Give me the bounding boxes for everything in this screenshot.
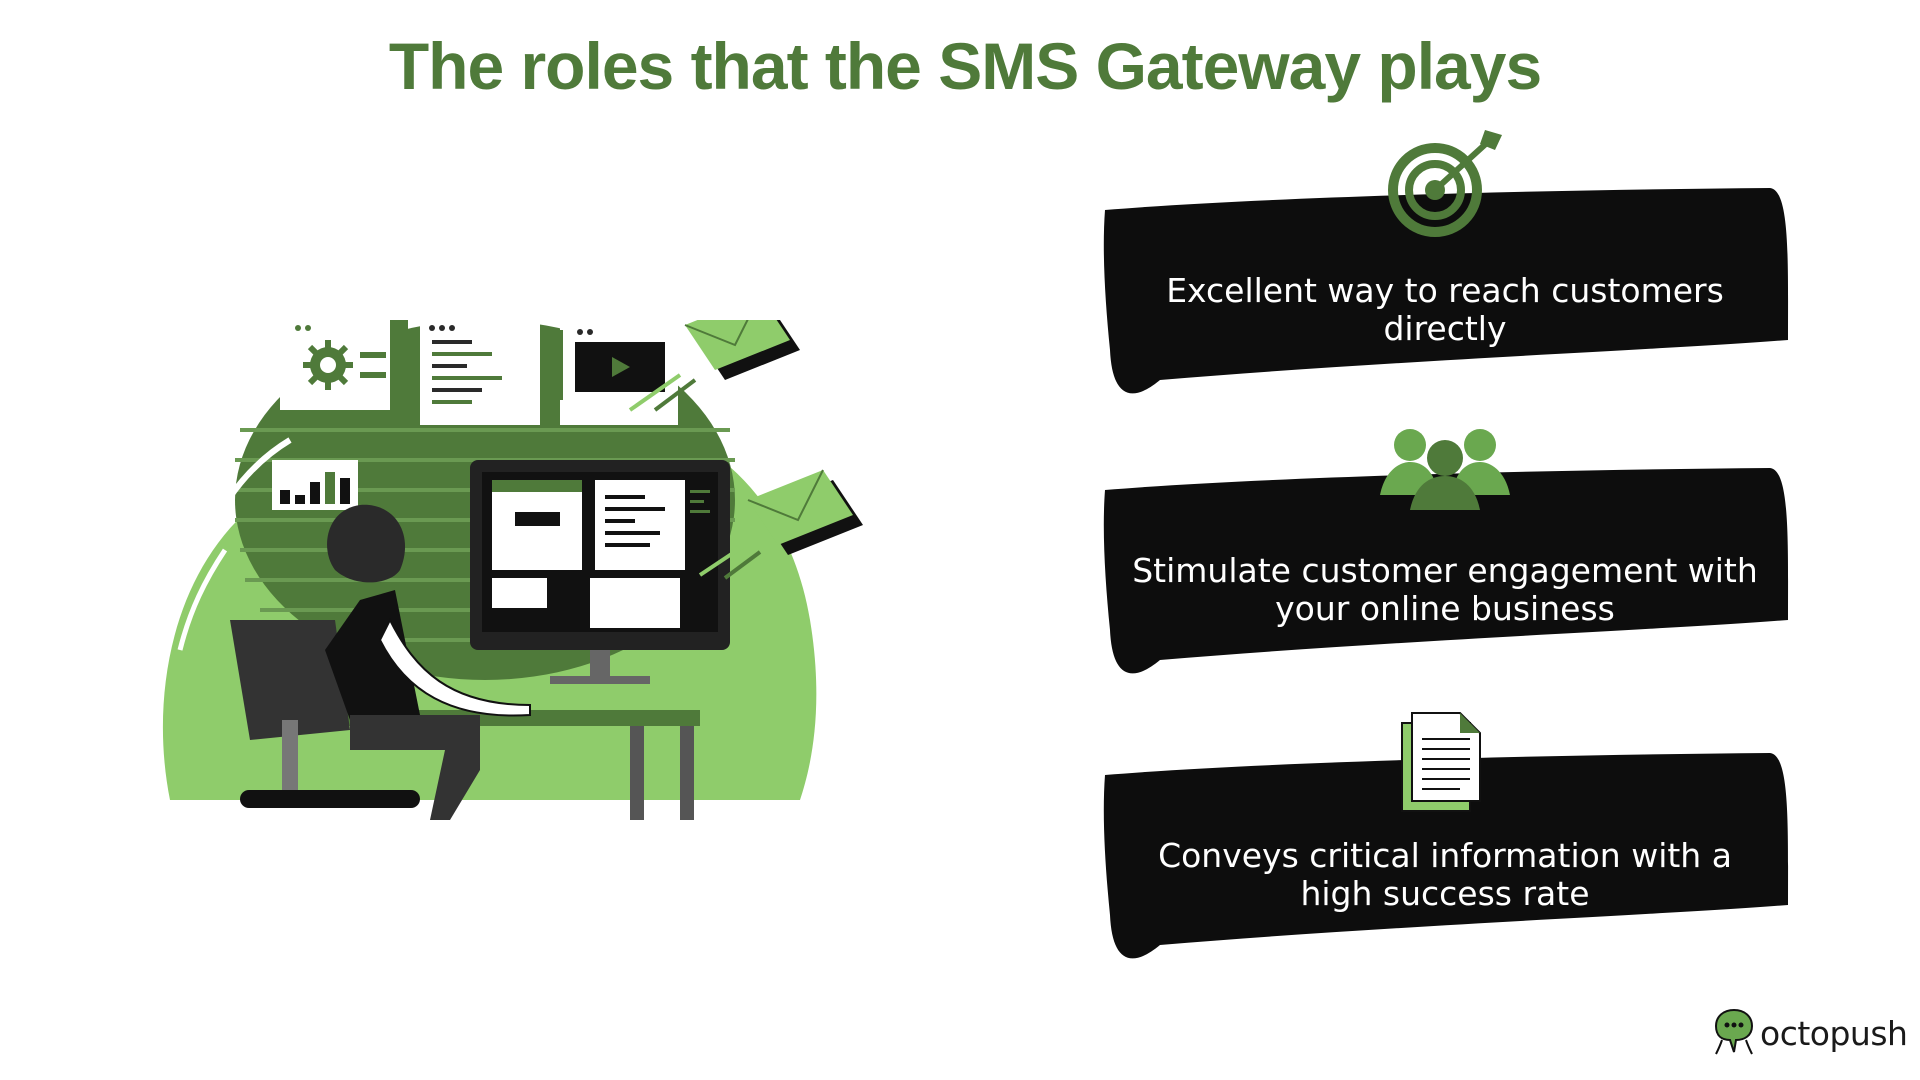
octopush-logo-icon xyxy=(1714,1008,1754,1055)
card-background xyxy=(1103,753,1789,959)
target-icon xyxy=(1388,130,1502,237)
bar-chart-icon xyxy=(272,460,358,510)
envelope-icon xyxy=(628,320,800,412)
people-group-icon xyxy=(1380,429,1510,510)
role-card-2: Stimulate customer engagement with your … xyxy=(1100,429,1790,690)
card-background xyxy=(1103,188,1789,394)
brand-name: octopush xyxy=(1760,1013,1908,1053)
envelope-icon xyxy=(698,469,863,580)
role-text: Stimulate customer engagement with your … xyxy=(1132,551,1758,628)
person-at-computer-illustration xyxy=(162,320,863,820)
role-text: Excellent way to reach customers directl… xyxy=(1166,271,1724,348)
document-icon xyxy=(1401,712,1481,812)
gear-icon xyxy=(295,325,386,390)
brand-logo: octopush xyxy=(1712,1008,1908,1058)
role-card-1: Excellent way to reach customers directl… xyxy=(1100,130,1790,410)
code-panel-icon xyxy=(420,320,540,425)
role-text: Conveys critical information with a high… xyxy=(1158,836,1732,913)
role-card-3: Conveys critical information with a high… xyxy=(1100,712,1790,975)
page-title: The roles that the SMS Gateway plays xyxy=(388,29,1542,103)
card-background xyxy=(1103,468,1789,674)
